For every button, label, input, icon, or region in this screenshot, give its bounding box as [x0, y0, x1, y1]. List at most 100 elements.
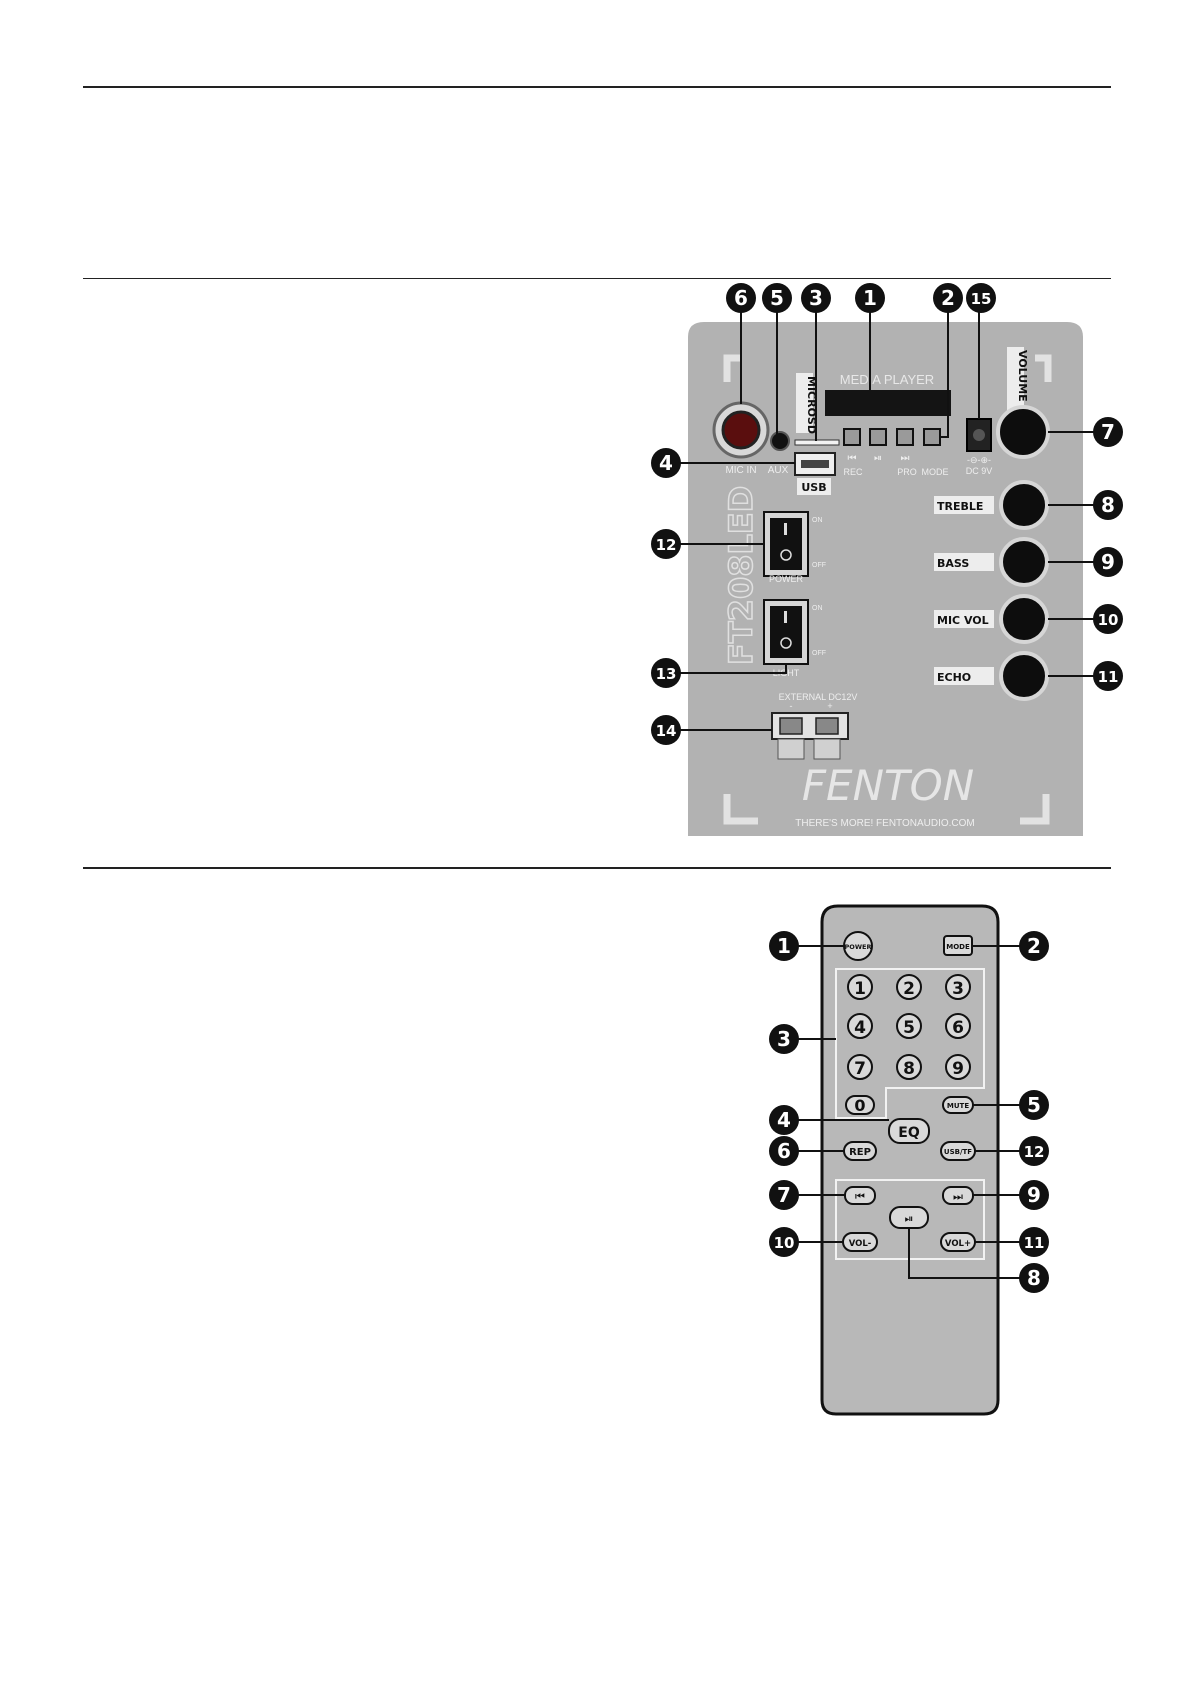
usb-port[interactable]: [794, 452, 836, 476]
keypad-frame: [835, 968, 985, 1119]
remote-callout-5: 5: [1019, 1090, 1049, 1120]
treble-knob[interactable]: [999, 480, 1049, 530]
panel-callout-2: 2: [933, 283, 963, 313]
bass-knob[interactable]: [999, 537, 1049, 587]
volume-label: VOLUME: [1016, 350, 1029, 402]
panel-callout-7: 7: [1093, 417, 1123, 447]
prev-rec-button[interactable]: [843, 428, 861, 446]
digit-key-2[interactable]: 2: [896, 974, 922, 1000]
mic-vol-label: MIC VOL: [937, 614, 989, 627]
svg-text:13: 13: [656, 665, 677, 683]
aux-jack[interactable]: [770, 431, 790, 451]
usb-label: USB: [801, 481, 826, 494]
svg-text:6: 6: [777, 1139, 791, 1163]
remote-prev-button[interactable]: ⏮: [844, 1186, 876, 1205]
panel-callout-15: 15: [966, 283, 996, 313]
remote-callout-7: 7: [769, 1180, 799, 1210]
mic-in-jack[interactable]: [712, 401, 770, 459]
remote-play-pause-button[interactable]: ⏯: [889, 1206, 929, 1229]
svg-text:10: 10: [1098, 611, 1119, 629]
digit-key-4[interactable]: 4: [847, 1013, 873, 1039]
svg-text:3: 3: [952, 979, 964, 999]
external-dc-label: EXTERNAL DC12V: [779, 692, 858, 702]
svg-text:6: 6: [734, 286, 748, 310]
play-pause-remote-icon: ⏯: [905, 1213, 914, 1225]
usb-badge: [797, 478, 831, 495]
svg-text:4: 4: [854, 1018, 866, 1038]
slogan-text: THERE'S MORE! FENTONAUDIO.COM: [795, 818, 975, 829]
power-on-label: ON: [812, 517, 823, 524]
digit-keys: 1 2 3 4 5 6 7 8 9 0: [845, 974, 971, 1115]
panel-callout-10: 10: [1093, 604, 1123, 634]
digit-key-6[interactable]: 6: [945, 1013, 971, 1039]
remote-callout-11: 11: [1019, 1227, 1049, 1257]
svg-text:USB/TF: USB/TF: [944, 1148, 972, 1156]
svg-text:12: 12: [1024, 1143, 1045, 1161]
power-label: POWER: [769, 574, 804, 584]
mic-vol-knob[interactable]: [999, 594, 1049, 644]
digit-key-8[interactable]: 8: [896, 1054, 922, 1080]
svg-text:8: 8: [1027, 1266, 1041, 1290]
svg-text:4: 4: [777, 1108, 791, 1132]
remote-next-button[interactable]: ⏭: [942, 1186, 974, 1205]
external-dc-terminal[interactable]: [771, 712, 849, 760]
svg-text:6: 6: [952, 1018, 964, 1038]
svg-text:1: 1: [854, 979, 866, 999]
digit-key-0[interactable]: 0: [845, 1095, 875, 1115]
echo-knob[interactable]: [999, 651, 1049, 701]
echo-badge: [934, 667, 994, 685]
panel-callout-6: 6: [726, 283, 756, 313]
play-pause-button[interactable]: [869, 428, 887, 446]
remote-power-button[interactable]: POWER: [843, 931, 873, 961]
terminal-minus-label: -: [790, 701, 793, 711]
svg-text:POWER: POWER: [845, 943, 872, 951]
svg-text:MUTE: MUTE: [947, 1102, 969, 1110]
svg-text:7: 7: [1101, 420, 1115, 444]
panel-callouts: 6 5 3 1 2 15 4 7 8 9 10 11 12 13 14: [651, 283, 1123, 745]
vol-minus-button[interactable]: VOL-: [842, 1232, 878, 1252]
mode-button[interactable]: [923, 428, 941, 446]
dc-polarity-icon: -⊖-⊕-: [967, 455, 991, 465]
dc-jack[interactable]: [966, 418, 992, 452]
bottom-divider: [83, 867, 1111, 869]
eq-button[interactable]: EQ: [888, 1118, 930, 1144]
remote-callout-8: 8: [1019, 1263, 1049, 1293]
light-on-label: ON: [812, 605, 823, 612]
power-switch[interactable]: [763, 511, 809, 577]
digit-key-3[interactable]: 3: [945, 974, 971, 1000]
bass-label: BASS: [937, 557, 969, 570]
svg-text:10: 10: [774, 1234, 795, 1252]
svg-text:2: 2: [903, 979, 915, 999]
svg-text:3: 3: [777, 1027, 791, 1051]
pro-label: PRO: [897, 467, 917, 477]
terminal-plus-label: +: [827, 701, 832, 711]
usb-tf-button[interactable]: USB/TF: [940, 1141, 976, 1161]
digit-key-5[interactable]: 5: [896, 1013, 922, 1039]
volume-badge: [1007, 347, 1024, 413]
mute-button[interactable]: MUTE: [942, 1096, 974, 1114]
vol-plus-button[interactable]: VOL+: [940, 1232, 976, 1252]
svg-text:0: 0: [854, 1096, 865, 1115]
model-label: FT208LED: [722, 486, 760, 665]
remote-callout-12: 12: [1019, 1136, 1049, 1166]
svg-text:1: 1: [863, 286, 877, 310]
svg-text:EQ: EQ: [898, 1125, 920, 1141]
svg-text:15: 15: [971, 290, 992, 308]
remote-callout-10: 10: [769, 1227, 799, 1257]
next-pro-button[interactable]: [896, 428, 914, 446]
digit-key-1[interactable]: 1: [847, 974, 873, 1000]
next-icon: ⏭: [901, 453, 910, 464]
rep-button[interactable]: REP: [843, 1141, 877, 1161]
light-switch[interactable]: [763, 599, 809, 665]
middle-divider: [83, 278, 1111, 279]
volume-knob[interactable]: [996, 405, 1050, 459]
panel-callout-12: 12: [651, 529, 681, 559]
play-pause-icon: ⏯: [874, 453, 882, 464]
digit-key-7[interactable]: 7: [847, 1054, 873, 1080]
digit-key-9[interactable]: 9: [945, 1054, 971, 1080]
panel-callout-8: 8: [1093, 490, 1123, 520]
media-player-label: MEDIA PLAYER: [840, 372, 934, 387]
remote-mode-button[interactable]: MODE: [943, 935, 973, 956]
microsd-label: MICROSD: [805, 376, 818, 434]
